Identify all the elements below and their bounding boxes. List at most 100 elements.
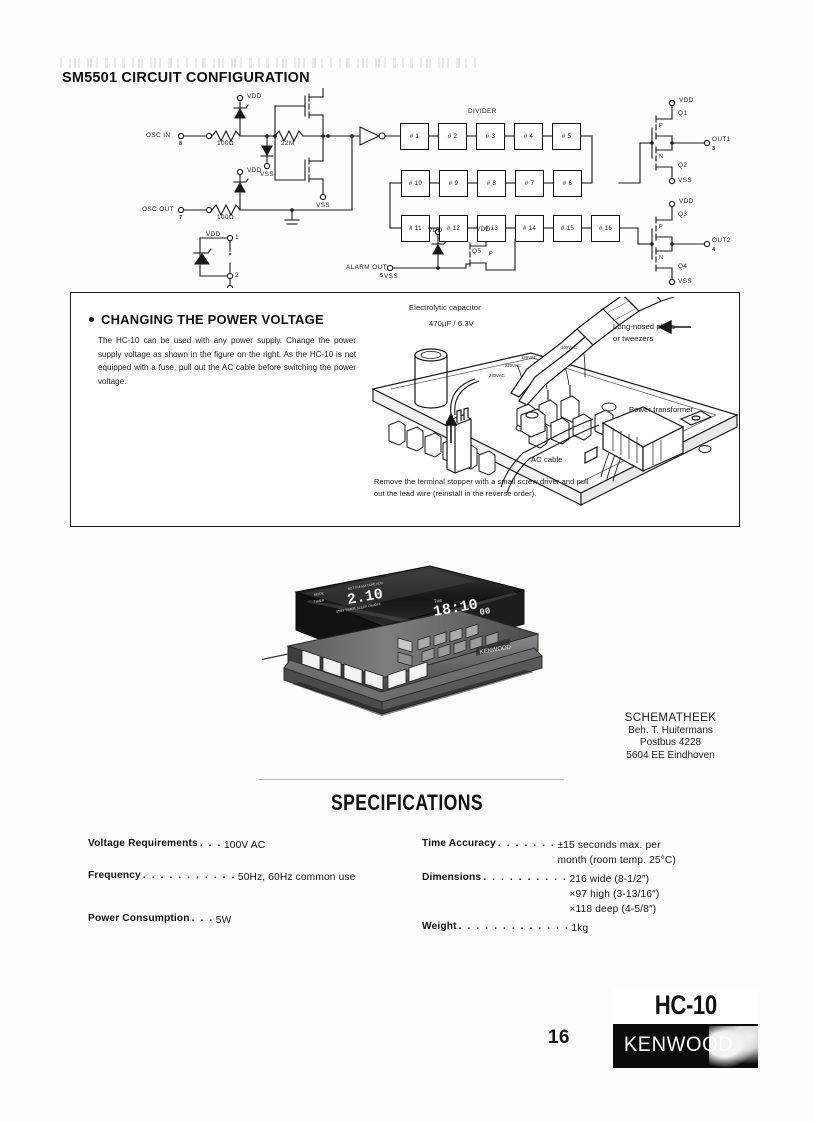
osc-out-label: OSC OUT	[142, 206, 174, 213]
divider-stage: # 10	[401, 170, 430, 197]
divider-stage: # 5	[552, 123, 581, 150]
transistor-type-n: N	[659, 154, 664, 160]
specifications-title: SPECIFICATIONS	[331, 790, 483, 815]
display-day: Tue	[433, 598, 443, 605]
transistor-type-n: N	[659, 255, 664, 261]
spec-row: Power Consumption . . . 5W	[88, 913, 408, 928]
stamp-line-4: 5604 EE Eindhoven	[626, 749, 715, 761]
transistor-q4-label: Q4	[678, 263, 688, 270]
divider-stage: # 8	[477, 170, 506, 197]
spec-value: 50Hz, 60Hz common use	[237, 872, 356, 883]
resistor-value: 100Ω	[217, 140, 235, 147]
osc-out-pin: 7	[179, 215, 183, 221]
spec-key: Voltage Requirements	[88, 838, 198, 849]
alarm-out-pin: 5	[380, 273, 384, 279]
spec-key: Dimensions	[422, 872, 482, 883]
library-stamp: SCHEMATHEEK Beh. T. Huitermans Postbus 4…	[588, 711, 753, 762]
vdd-label: VDD	[679, 198, 694, 205]
vss-label: VSS	[260, 171, 274, 178]
specifications-right-column: Time Accuracy . . . . . . . ±15 seconds …	[422, 838, 762, 940]
divider-stage: # 2	[438, 123, 467, 150]
circuit-schematic-svg	[177, 85, 711, 292]
spec-value: 100V AC	[223, 840, 266, 851]
divider-stage: # 7	[515, 170, 544, 197]
osc-in-pin: 8	[179, 141, 183, 147]
vdd-label: VDD	[679, 97, 694, 104]
divider-stage: # 1	[400, 123, 429, 150]
spec-value: ±15 seconds max. per month (room temp. 2…	[557, 840, 676, 866]
divider-group-label: DIVIDER	[468, 108, 497, 115]
divider-stage: # 6	[553, 170, 582, 197]
spec-key: Power Consumption	[88, 913, 190, 924]
ac-cable-label: AC cable	[531, 455, 563, 464]
transistor-type-p: P	[659, 123, 664, 129]
vss-label: VSS	[316, 202, 330, 209]
vss-label: VSS	[678, 278, 692, 285]
section-divider	[258, 779, 564, 780]
scan-artifact	[60, 58, 480, 68]
spec-dots: . . . . . . .	[497, 838, 556, 849]
model-name: HC-10	[654, 989, 717, 1020]
out2-pin: 4	[712, 247, 716, 253]
spec-dots: . . . . . . . . . . . . .	[458, 921, 570, 932]
page-number: 16	[548, 1027, 570, 1048]
transistor-q2-label: Q2	[678, 162, 688, 169]
illustration-caption: Remove the terminal stopper with a small…	[374, 477, 589, 498]
spec-value: 1kg	[571, 923, 589, 934]
spec-row: Time Accuracy . . . . . . . ±15 seconds …	[422, 838, 762, 868]
divider-stage: # 12	[439, 215, 468, 242]
spec-key: Frequency	[88, 870, 141, 881]
tap-label-100vac: 100VAC	[561, 345, 577, 350]
stamp-line-2: Beh. T. Huitermans	[628, 724, 713, 736]
capacitor-value: 470µF / 6.3V	[429, 319, 474, 328]
transistor-q1-label: Q1	[678, 110, 688, 117]
product-photo: KENWOOD 2.10 18:10 00 Tue MODE TIMER NET…	[253, 560, 544, 730]
specifications-left-column: Voltage Requirements . . . 100V AC Frequ…	[88, 838, 408, 945]
divider-stage: # 15	[553, 215, 582, 242]
svg-text:MODE: MODE	[313, 591, 324, 597]
osc-in-label: OSC IN	[146, 132, 171, 139]
svg-text:STBY TIMER SLEEP ON/OFF: STBY TIMER SLEEP ON/OFF	[335, 602, 381, 614]
pin-1-label: 1	[235, 234, 239, 241]
svg-text:KENWOOD: KENWOOD	[479, 644, 512, 656]
brand-plate: KENWOOD	[613, 1024, 758, 1068]
power-voltage-illustration: Electrolytic capacitor 470µF / 6.3V Long…	[371, 293, 739, 526]
vss-label: VSS	[384, 273, 398, 280]
spec-value: 5W	[215, 915, 232, 926]
spec-row: Frequency . . . . . . . . . . . 50Hz, 60…	[88, 870, 408, 885]
spec-dots: . . .	[191, 913, 214, 924]
resistor-value: 100Ω	[217, 214, 235, 221]
transistor-type-p: P	[659, 224, 664, 230]
spec-key: Time Accuracy	[422, 838, 496, 849]
tap-label-120vac: 120VAC	[521, 355, 537, 360]
divider-stage: # 16	[591, 215, 620, 242]
vdd-label: VDD	[206, 231, 221, 238]
panel-title-text: CHANGING THE POWER VOLTAGE	[101, 312, 324, 327]
spec-row: Weight . . . . . . . . . . . . . 1kg	[422, 921, 762, 936]
divider-stage: # 13	[477, 215, 506, 242]
vdd-label: VDD	[476, 226, 491, 233]
spec-row: Dimensions . . . . . . . . . . 216 wide …	[422, 872, 762, 917]
spec-dots: . . . . . . . . . . .	[142, 870, 236, 881]
vss-label: VSS	[678, 177, 692, 184]
divider-stage: # 3	[476, 123, 505, 150]
vdd-label: VDD	[428, 227, 443, 234]
bullet-icon	[89, 317, 94, 323]
spec-row: Voltage Requirements . . . 100V AC	[88, 838, 408, 853]
illustration-svg	[371, 293, 739, 506]
divider-stage: # 11	[401, 215, 430, 242]
vdd-label: VDD	[247, 93, 262, 100]
svg-text:NET FM AM TAPE AUX: NET FM AM TAPE AUX	[347, 581, 383, 591]
svg-text:TIMER: TIMER	[313, 598, 325, 604]
alarm-out-label: ALARM OUT	[346, 264, 387, 271]
model-name-plate: HC-10	[613, 986, 758, 1024]
divider-stage: # 14	[515, 215, 544, 242]
stamp-line-3: Postbus 4228	[639, 737, 702, 749]
panel-title: CHANGING THE POWER VOLTAGE	[89, 312, 324, 327]
spec-dots: . . . . . . . . . .	[483, 872, 568, 883]
out1-pin: 3	[712, 146, 716, 152]
panel-body-text: The HC-10 can be used with any power sup…	[98, 336, 356, 386]
model-logo-block: HC-10 KENWOOD	[613, 986, 758, 1068]
tap-label-220vac: 220VAC	[505, 363, 521, 368]
